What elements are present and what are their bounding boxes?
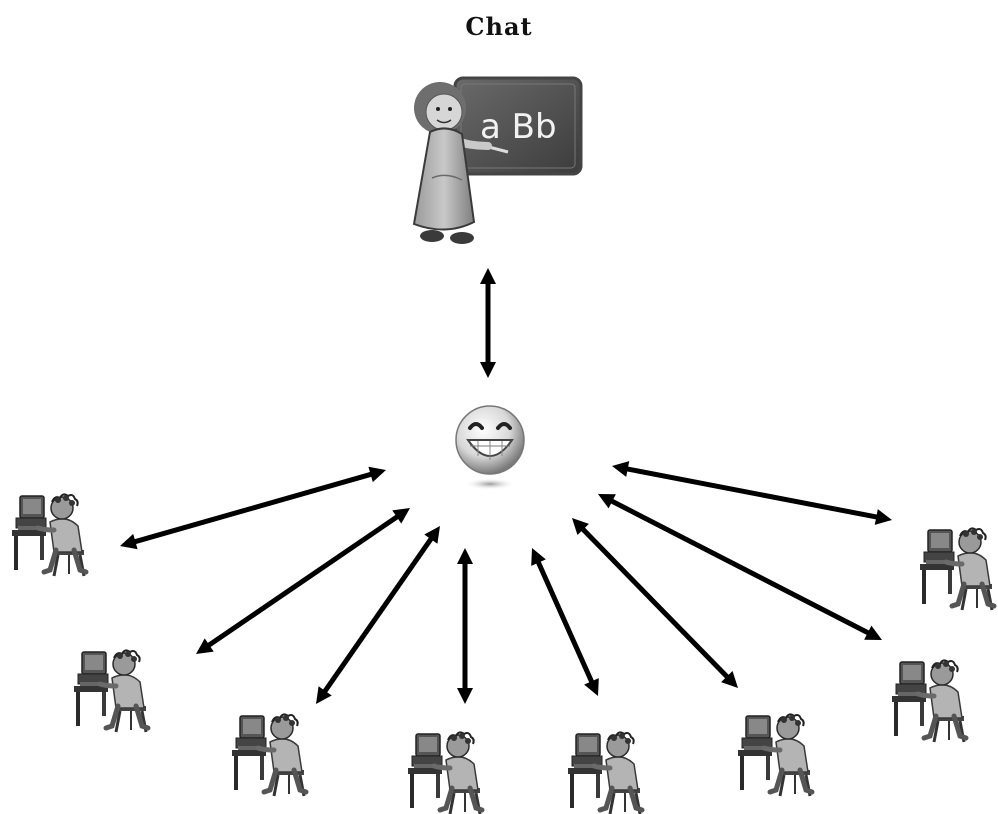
connection-arrows bbox=[120, 268, 892, 704]
double-arrow-4 bbox=[316, 526, 440, 704]
student-at-computer-icon bbox=[920, 528, 994, 610]
student-at-computer-icon bbox=[408, 732, 482, 814]
double-arrow-6 bbox=[531, 548, 599, 696]
student-at-computer-icon bbox=[74, 650, 148, 732]
student-at-computer-icon bbox=[568, 732, 642, 814]
student-at-computer-icon bbox=[232, 714, 306, 796]
double-arrow-9 bbox=[612, 461, 892, 525]
double-arrow-2 bbox=[120, 466, 386, 550]
student-at-computer-icon bbox=[892, 660, 966, 742]
double-arrow-7 bbox=[572, 518, 738, 688]
teacher-at-chalkboard-icon: a Bb bbox=[412, 76, 583, 244]
diagram-title: Chat bbox=[465, 12, 533, 41]
student-at-computer-icon bbox=[12, 494, 86, 576]
students-group bbox=[12, 494, 994, 814]
double-arrow-1 bbox=[480, 268, 496, 378]
double-arrow-8 bbox=[598, 494, 882, 640]
board-text: a Bb bbox=[480, 107, 557, 147]
double-arrow-5 bbox=[457, 548, 473, 704]
student-at-computer-icon bbox=[738, 714, 812, 796]
grinning-smiley-icon bbox=[455, 405, 525, 490]
double-arrow-3 bbox=[196, 508, 410, 654]
